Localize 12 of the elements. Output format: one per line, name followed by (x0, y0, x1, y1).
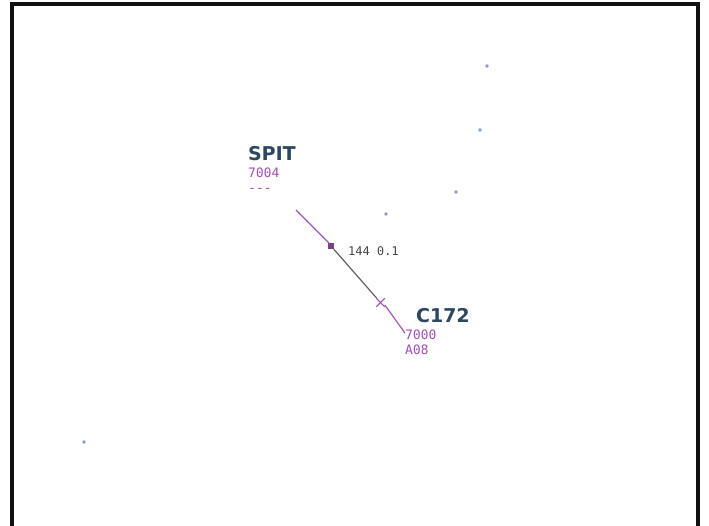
callsign-label: SPIT (248, 142, 297, 166)
squawk-code: 7004 (248, 166, 280, 181)
callsign-label: C172 (415, 304, 467, 328)
target-square-symbol (328, 243, 334, 249)
range-bearing-line (333, 248, 378, 298)
leader-line (384, 304, 406, 334)
altitude-readout: --- (248, 181, 272, 196)
target-cross-symbol (376, 298, 385, 307)
altitude-readout: A08 (405, 343, 430, 358)
leader-line (296, 210, 330, 244)
edge-label: 144 0.1 (346, 244, 401, 258)
squawk-code: 7000 (405, 328, 438, 343)
